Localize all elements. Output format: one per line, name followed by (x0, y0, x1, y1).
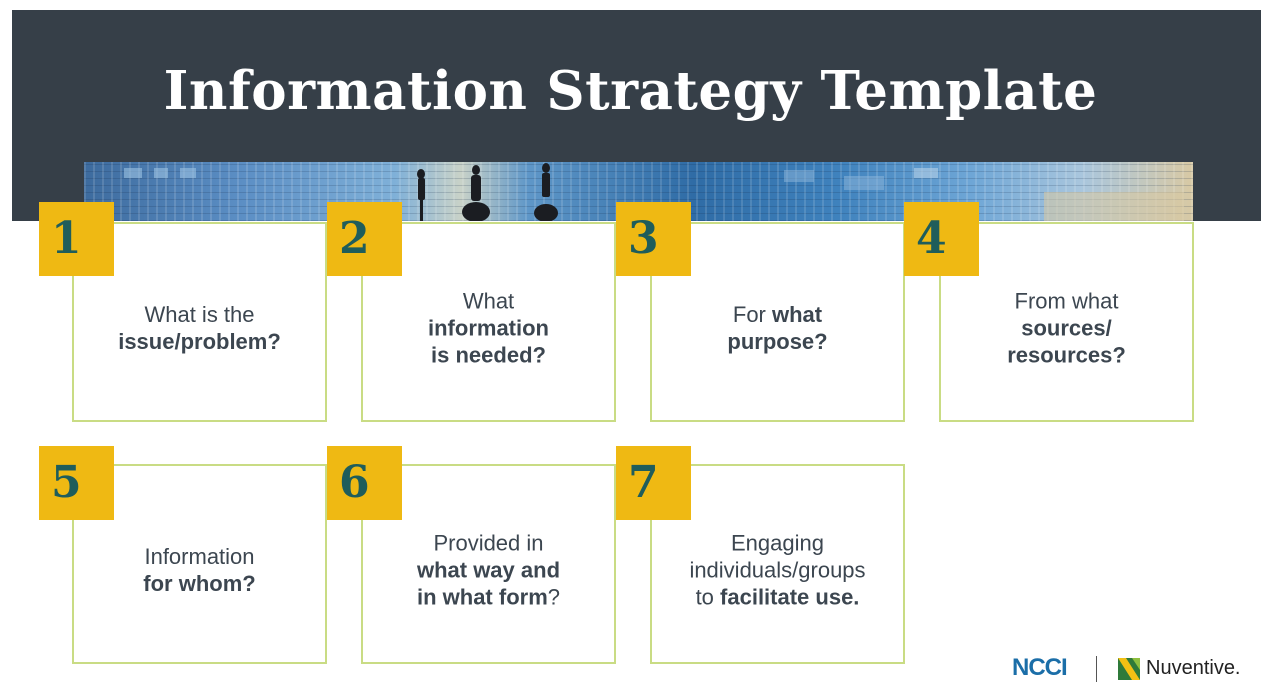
card-7-line-3: to facilitate use. (695, 584, 860, 610)
footer-logos: NCCI Nuventive. (1012, 654, 1252, 690)
card-7-line-2: individuals/groups (689, 557, 866, 583)
nuventive-logo: Nuventive. (1146, 657, 1241, 679)
card-6-line-3: in what form? (416, 584, 561, 610)
card-1-text: What is the issue/problem? (74, 301, 325, 355)
card-2-line-3: is needed? (431, 342, 546, 368)
badge-5: 5 (39, 446, 114, 520)
badge-1: 1 (39, 202, 114, 276)
card-2-line-2: information (428, 315, 549, 341)
card-3-line-1: For what (732, 302, 823, 327)
banner-figures (124, 163, 1184, 221)
card-2-text: What information is needed? (363, 288, 614, 369)
card-6-line-1: Provided in (433, 530, 544, 556)
card-7: Engaging individuals/groups to facilitat… (650, 464, 905, 664)
card-6-text: Provided in what way and in what form? (363, 530, 614, 611)
card-2-line-1: What (462, 288, 515, 314)
badge-4: 4 (904, 202, 979, 276)
page-title: Information Strategy Template (163, 60, 1098, 122)
nuventive-logo-icon (1118, 658, 1140, 680)
card-4: From what sources/ resources? (939, 222, 1194, 422)
card-2: What information is needed? (361, 222, 616, 422)
card-1-line-2: issue/problem? (118, 329, 281, 354)
card-3: For what purpose? (650, 222, 905, 422)
card-1-line-1: What is the (144, 302, 255, 327)
badge-3: 3 (616, 202, 691, 276)
card-4-line-1: From what (1014, 288, 1119, 314)
card-5-line-2: for whom? (143, 571, 256, 596)
badge-7: 7 (616, 446, 691, 520)
card-7-line-1: Engaging (731, 530, 824, 556)
banner-image (84, 162, 1193, 221)
card-4-line-2: sources/ (1021, 315, 1112, 341)
card-5: Information for whom? (72, 464, 327, 664)
card-6: Provided in what way and in what form? (361, 464, 616, 664)
logo-divider (1096, 656, 1097, 682)
card-3-line-2: purpose? (727, 329, 828, 354)
card-3-text: For what purpose? (652, 301, 903, 355)
card-7-text: Engaging individuals/groups to facilitat… (652, 530, 903, 611)
card-5-line-1: Information (144, 544, 255, 569)
card-4-line-3: resources? (1007, 342, 1126, 368)
badge-6: 6 (327, 446, 402, 520)
card-6-line-2: what way and (416, 557, 561, 583)
card-5-text: Information for whom? (74, 543, 325, 597)
badge-2: 2 (327, 202, 402, 276)
card-4-text: From what sources/ resources? (941, 288, 1192, 369)
ncci-logo: NCCI (1012, 654, 1068, 681)
card-1: What is the issue/problem? (72, 222, 327, 422)
